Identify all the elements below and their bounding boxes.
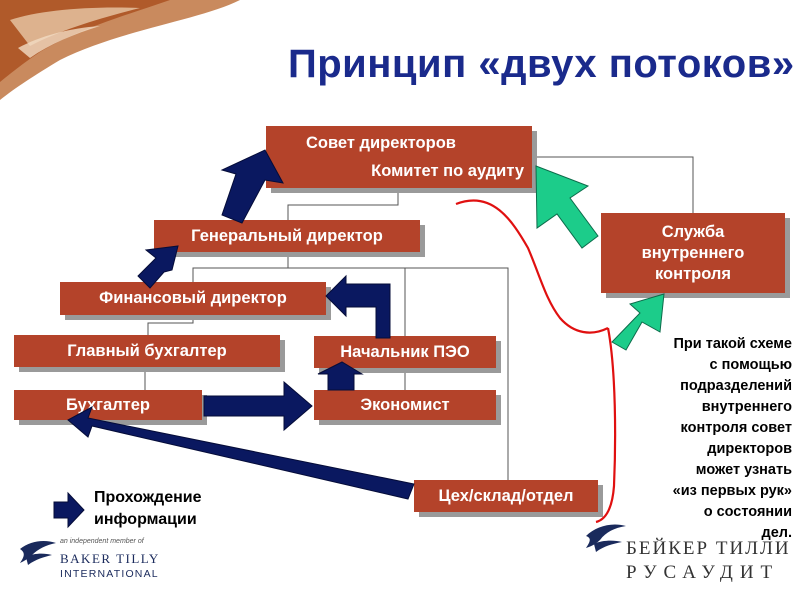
page-title: Принцип «двух потоков» — [288, 42, 795, 86]
financial-director-box: Финансовый директор — [60, 282, 326, 315]
general-director-box: Генеральный директор — [154, 220, 420, 252]
control-flow-line — [455, 199, 609, 334]
note-line: может узнать — [695, 462, 792, 478]
accountant-label: Бухгалтер — [65, 395, 151, 414]
connector-fin-to-chief — [147, 315, 194, 335]
workshop-box: Цех/склад/отдел — [414, 480, 598, 512]
rusaudit-name-line1: БЕЙКЕР ТИЛЛИ — [626, 538, 791, 559]
legend-line2: информации — [94, 511, 197, 528]
note-line: директоров — [707, 441, 792, 457]
accountant-to-economist-info-arrow — [203, 380, 313, 432]
note-line: внутреннего — [701, 399, 792, 415]
peo-to-fin-info-arrow — [325, 274, 391, 339]
internal-control-line1: Служба — [661, 222, 725, 241]
control-flow-line-lower — [595, 327, 617, 524]
chief-accountant-box: Главный бухгалтер — [14, 335, 280, 367]
baker-tilly-name: BAKER TILLY — [60, 551, 160, 566]
baker-tilly-bird-icon — [20, 541, 56, 565]
economist-box: Экономист — [314, 390, 496, 420]
legend-arrow-icon — [53, 491, 85, 529]
general-director-label: Генеральный директор — [191, 226, 383, 245]
connector-gen-to-fin — [192, 252, 289, 282]
chief-accountant-label: Главный бухгалтер — [67, 341, 227, 360]
gen-to-board-info-arrow — [220, 149, 284, 224]
baker-tilly-international-logo: an independent member of BAKER TILLY INT… — [18, 535, 168, 585]
internal-control-line2: внутреннего — [641, 243, 745, 262]
peo-head-label: Начальник ПЭО — [340, 342, 470, 361]
control-to-board-green-arrow — [535, 165, 599, 249]
board-of-directors-box: Совет директоров Комитет по аудиту — [266, 126, 532, 188]
note-line: «из первых рук» — [672, 483, 792, 499]
workshop-to-accountant-info-arrow — [67, 405, 415, 500]
baker-tilly-rusaudit-logo: БЕЙКЕР ТИЛЛИ РУСАУДИТ — [584, 518, 794, 588]
economist-label: Экономист — [360, 395, 450, 414]
note-line: о состоянии — [703, 504, 792, 520]
fin-to-gen-info-arrow — [137, 245, 179, 289]
note-line: дел. — [761, 525, 792, 541]
rusaudit-bird-icon — [586, 524, 626, 552]
note-line: При такой схеме — [673, 336, 793, 352]
internal-control-box: Служба внутреннего контроля — [601, 213, 785, 293]
audit-committee-label: Комитет по аудиту — [371, 161, 524, 180]
legend-label: Прохождение информации — [94, 487, 202, 531]
workshop-label: Цех/склад/отдел — [438, 486, 574, 505]
baker-tilly-international: INTERNATIONAL — [60, 568, 159, 580]
economist-to-peo-info-arrow — [317, 361, 364, 391]
baker-tilly-tagline: an independent member of — [60, 538, 144, 545]
legend-line1: Прохождение — [94, 489, 202, 506]
connector-gen-to-board — [287, 190, 399, 220]
financial-director-label: Финансовый директор — [99, 289, 287, 307]
connector-gen-to-workshop — [405, 267, 509, 480]
peo-head-box: Начальник ПЭО — [314, 336, 496, 368]
internal-control-line3: контроля — [654, 264, 732, 283]
note-line: подразделений — [680, 378, 792, 394]
rusaudit-name-line2: РУСАУДИТ — [626, 562, 780, 583]
note-line: контроля совет — [680, 420, 792, 436]
explanation-note: При такой схеме с помощью подразделений … — [630, 334, 792, 544]
note-line: с помощью — [709, 357, 792, 373]
note-to-control-green-arrow — [611, 293, 665, 351]
board-of-directors-label: Совет директоров — [306, 133, 456, 152]
accountant-box: Бухгалтер — [14, 390, 202, 420]
corner-decoration — [0, 0, 240, 100]
connector-board-to-control — [530, 156, 694, 213]
